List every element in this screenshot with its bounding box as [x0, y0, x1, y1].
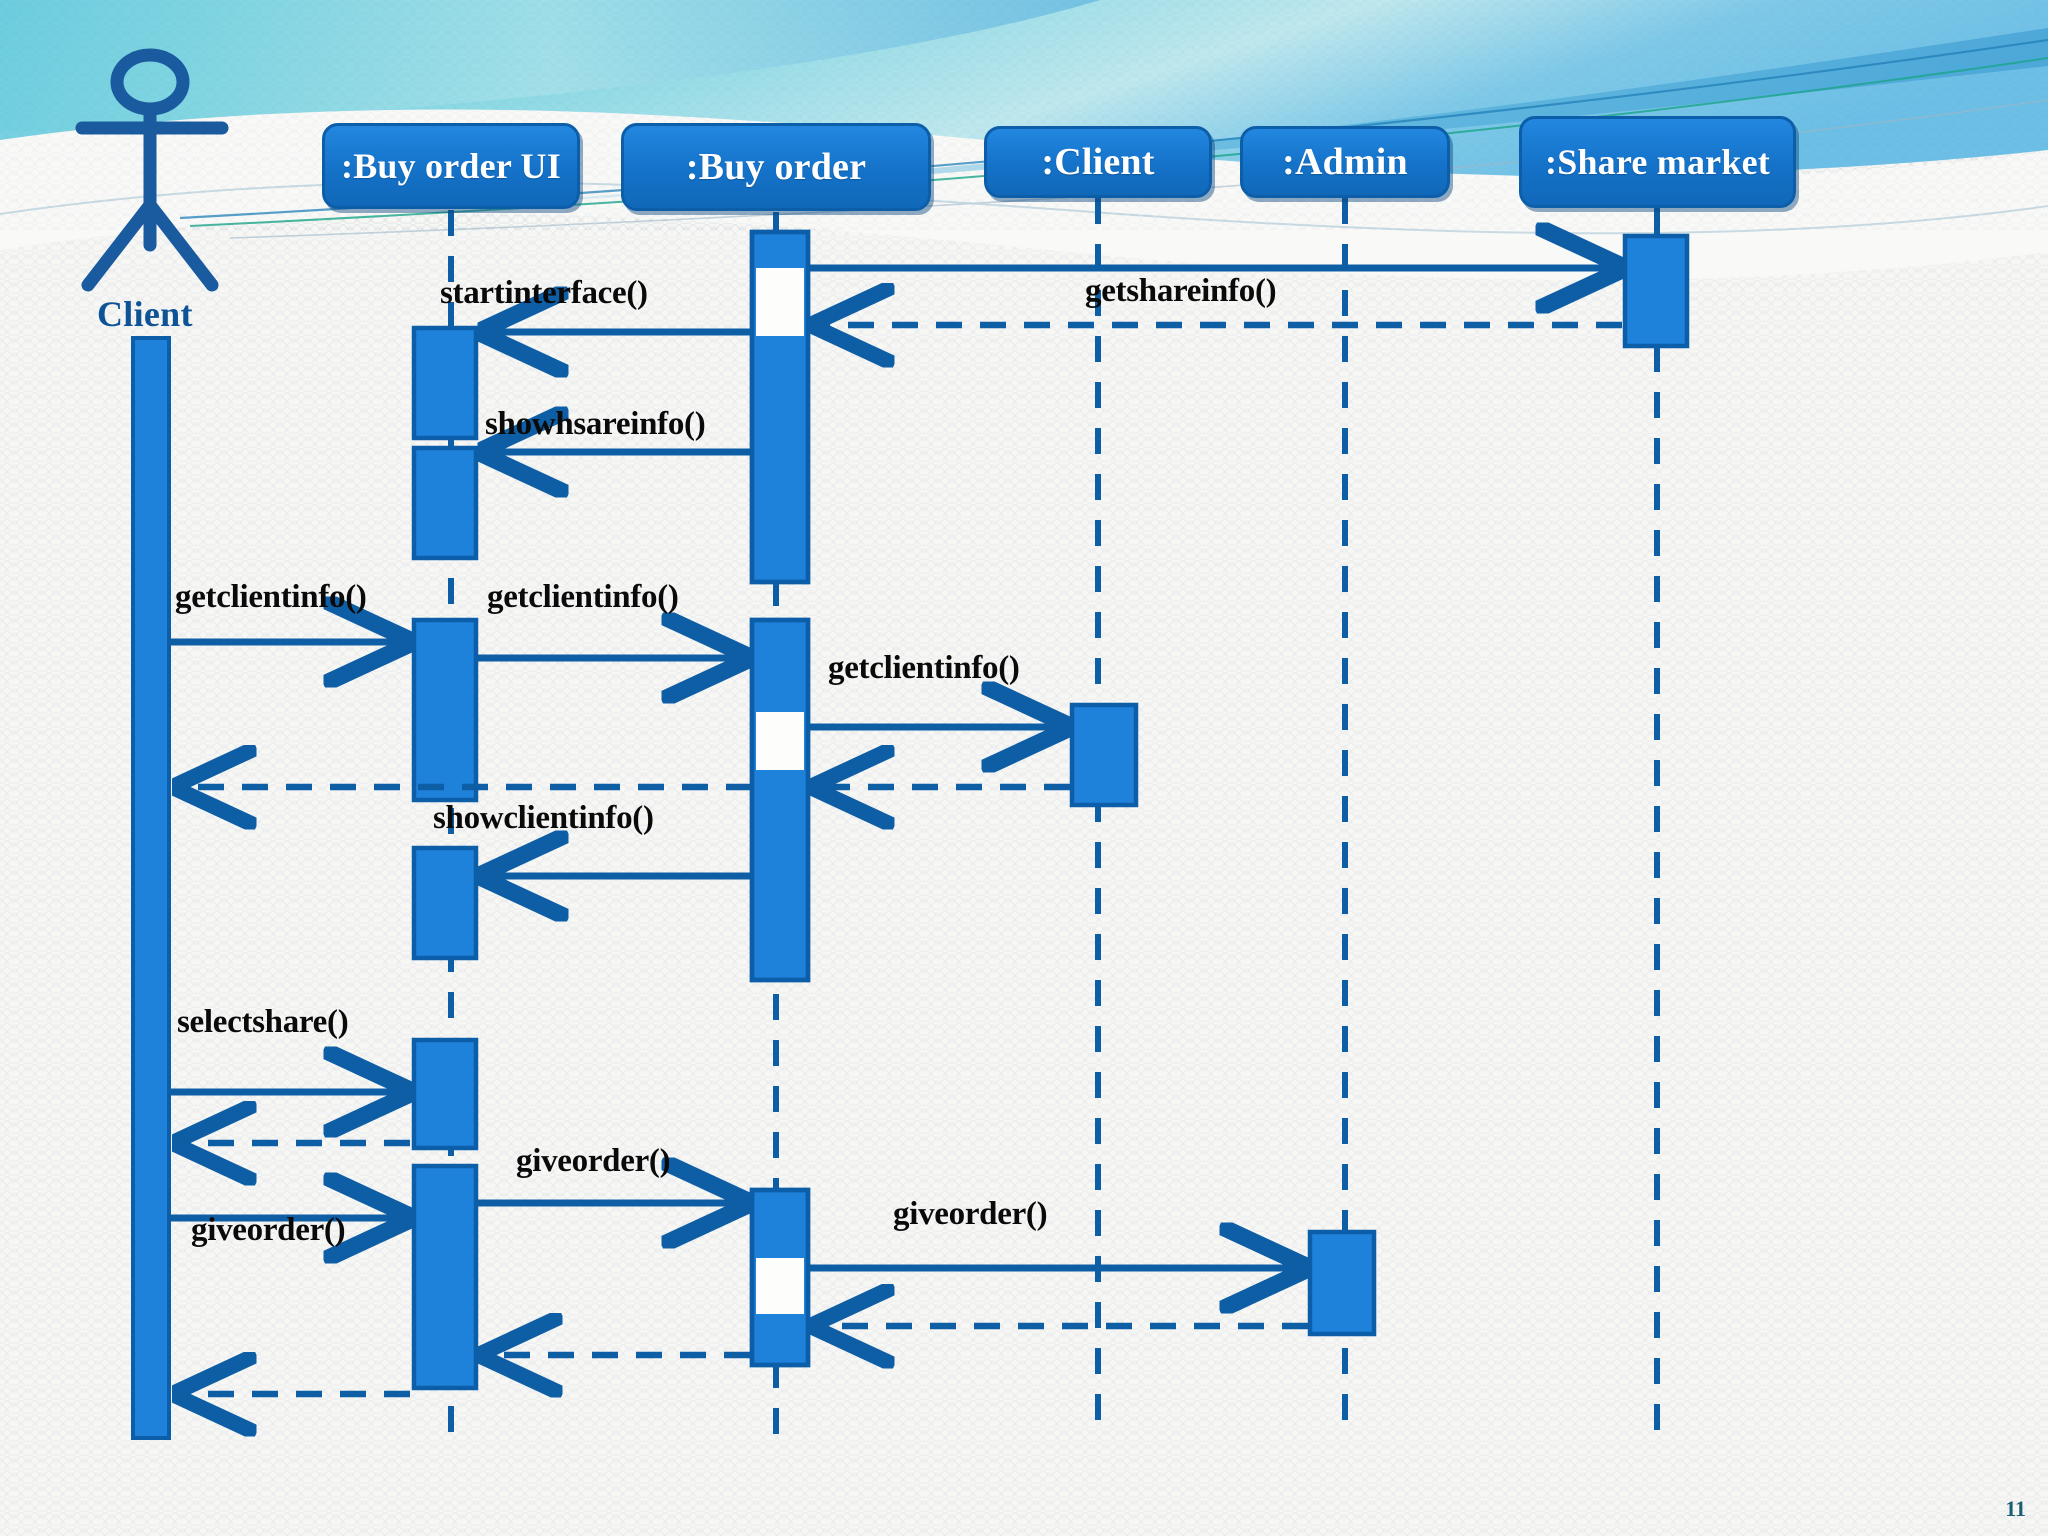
message-label-getshareinfo: getshareinfo()	[1085, 273, 1277, 309]
actor-stick-figure-icon	[75, 48, 229, 292]
actor-name-label: Client	[97, 294, 193, 334]
actor-lifeline-activation	[131, 336, 171, 1440]
message-label-getclientinfo-client: getclientinfo()	[828, 650, 1020, 686]
message-label-showhsareinfo: showhsareinfo()	[485, 406, 706, 442]
message-label-getclientinfo-actor: getclientinfo()	[175, 579, 367, 615]
message-label-showclientinfo: showclientinfo()	[433, 800, 654, 836]
lifeline-label-client: :Client	[1041, 140, 1155, 183]
call-arrows	[169, 268, 1620, 1268]
page-number: 11	[2005, 1496, 2026, 1521]
activation-bars	[411, 229, 1690, 1391]
lifeline-box-buy-order[interactable]: :Buy order	[621, 123, 931, 211]
message-label-getclientinfo-ui: getclientinfo()	[487, 579, 679, 615]
message-label-giveorder-ui-to-order: giveorder()	[516, 1143, 671, 1179]
lifeline-box-share-market[interactable]: :Share market	[1519, 116, 1796, 208]
lifeline-label-buy-order: :Buy order	[685, 145, 867, 188]
lifeline-label-admin: :Admin	[1282, 140, 1408, 183]
lifeline-label-share-market: :Share market	[1545, 141, 1770, 182]
lifeline-box-client[interactable]: :Client	[984, 126, 1212, 198]
message-label-selectshare: selectshare()	[177, 1004, 349, 1040]
lifeline-box-admin[interactable]: :Admin	[1240, 126, 1450, 198]
message-label-startinterface: startinterface()	[440, 275, 648, 311]
lifeline-label-buy-order-ui: :Buy order UI	[341, 145, 561, 186]
message-label-giveorder-admin: giveorder()	[893, 1196, 1048, 1232]
lifeline-box-buy-order-ui[interactable]: :Buy order UI	[322, 123, 580, 209]
return-arrows	[178, 325, 1622, 1394]
message-label-giveorder-actor: giveorder()	[191, 1212, 346, 1248]
